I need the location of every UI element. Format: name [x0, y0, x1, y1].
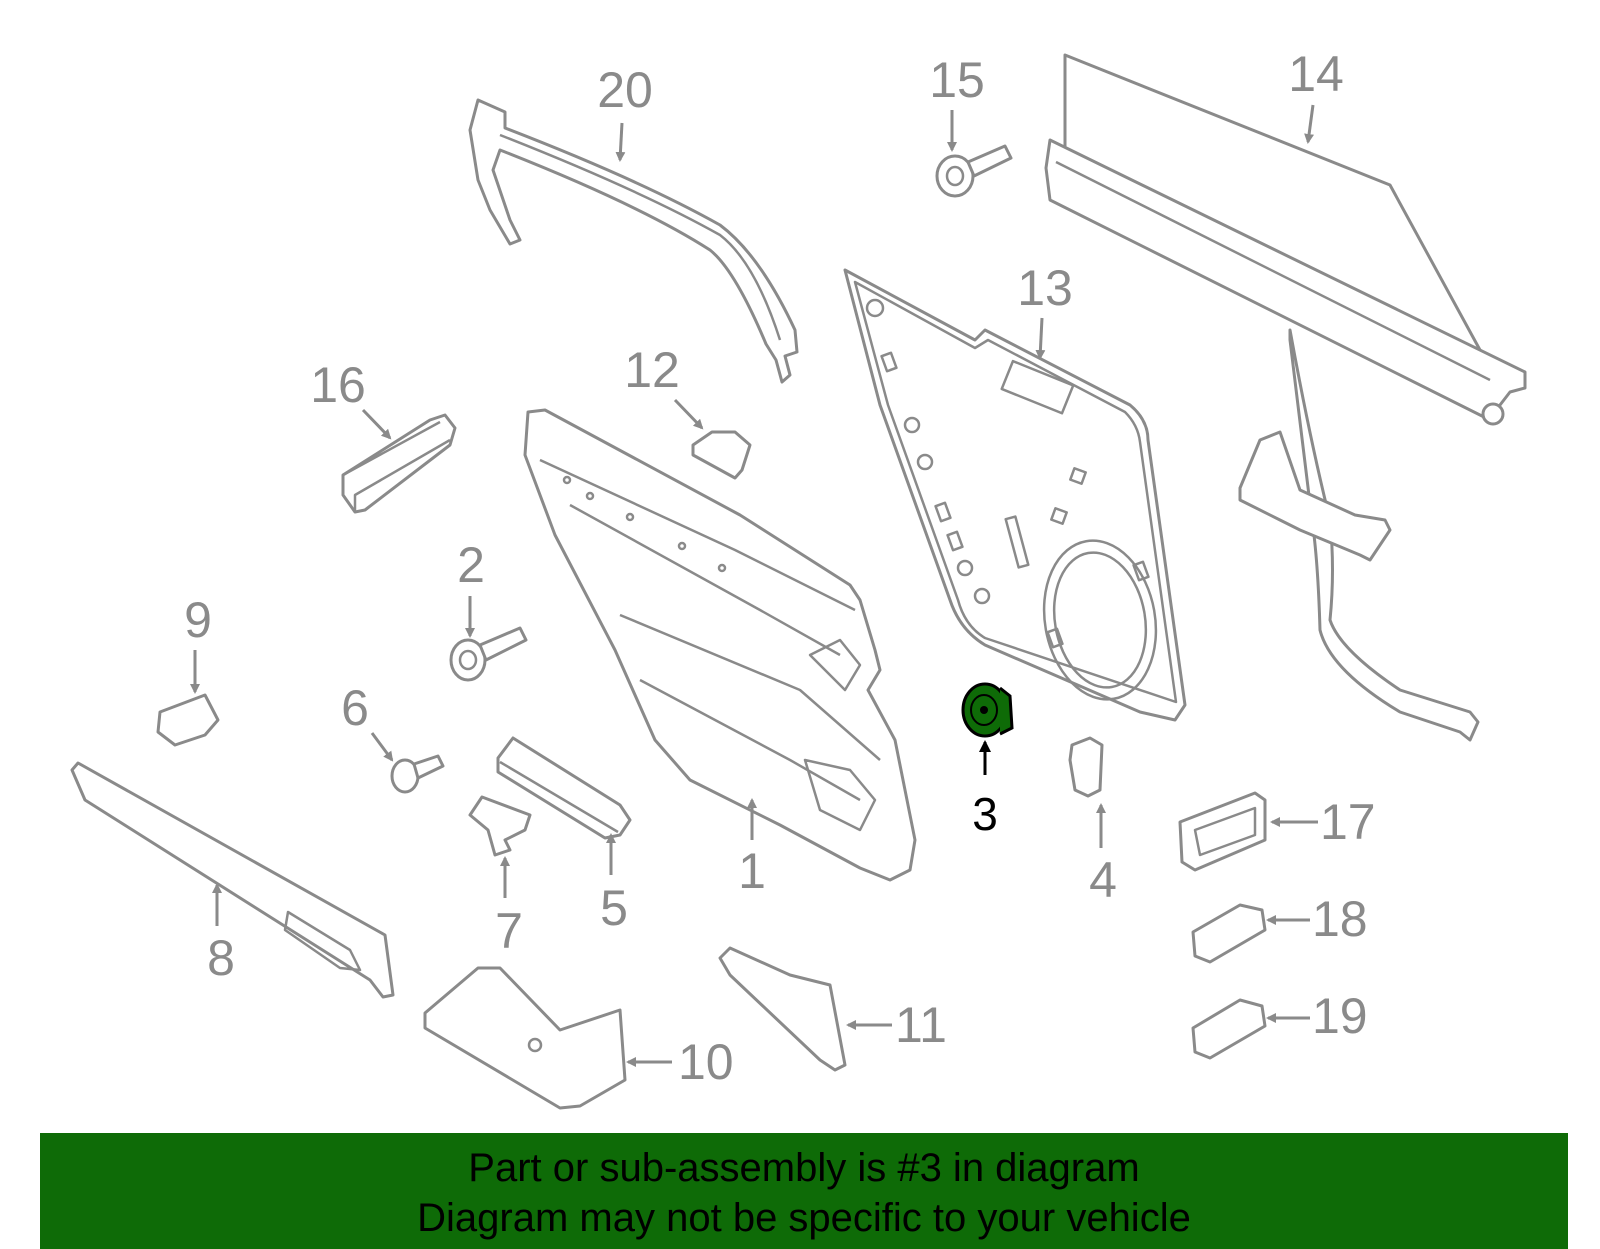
callout-18: 18 [1312, 891, 1368, 947]
leader-16 [361, 408, 392, 440]
callout-6: 6 [341, 680, 369, 736]
part-19-clip [1191, 998, 1267, 1060]
part-8-trim-strip [70, 761, 395, 999]
leader-12 [673, 398, 704, 430]
part-10-lower-panel [423, 966, 627, 1110]
callout-9: 9 [184, 592, 212, 648]
callout-2: 2 [457, 537, 485, 593]
part-18-clip [1191, 903, 1267, 964]
callout-7: 7 [495, 903, 523, 959]
part-16-handle-bezel [341, 413, 457, 514]
callout-3-highlighted: 3 [972, 788, 998, 840]
part-4-cap [1068, 736, 1104, 798]
part-11-lower-bracket [718, 946, 847, 1072]
callout-10: 10 [678, 1034, 734, 1090]
banner-part-line: Part or sub-assembly is #3 in diagram [468, 1146, 1140, 1190]
callout-5: 5 [600, 880, 628, 936]
leader-14 [1304, 104, 1315, 144]
part-12-switch-cover [691, 430, 752, 480]
callout-14: 14 [1288, 46, 1344, 102]
parts-diagram: 20 15 14 13 16 12 2 9 6 3 1 4 5 7 8 17 1… [70, 46, 1527, 1110]
part-6-screw [390, 754, 445, 794]
part-14-glass-rail [1044, 53, 1527, 742]
callout-4: 4 [1089, 852, 1117, 908]
callout-16: 16 [310, 357, 366, 413]
part-13-door-panel [843, 268, 1187, 722]
callout-19: 19 [1312, 988, 1368, 1044]
part-2-bolt [449, 626, 528, 682]
part-9-clip [156, 693, 220, 747]
leader-6 [370, 732, 394, 762]
part-15-bolt [935, 144, 1013, 198]
callout-17: 17 [1320, 794, 1376, 850]
part-20-window-frame [468, 98, 799, 384]
callout-15: 15 [929, 52, 985, 108]
part-5-armrest-cover [496, 736, 632, 840]
leader-20 [615, 122, 626, 162]
callout-20: 20 [597, 62, 653, 118]
callout-13: 13 [1017, 260, 1073, 316]
callout-11: 11 [895, 997, 947, 1053]
part-notice-banner: Part or sub-assembly is #3 in diagram Di… [40, 1133, 1568, 1249]
callout-12: 12 [624, 342, 680, 398]
leader-13 [1035, 317, 1046, 360]
part-1-door-trim-panel [523, 408, 917, 882]
callout-1: 1 [738, 843, 766, 899]
part-17-switch [1178, 791, 1267, 872]
banner-disclaimer-line: Diagram may not be specific to your vehi… [417, 1196, 1191, 1240]
callout-8: 8 [207, 930, 235, 986]
part-3-speaker-highlighted [961, 682, 1014, 738]
part-7-bracket [468, 795, 532, 857]
